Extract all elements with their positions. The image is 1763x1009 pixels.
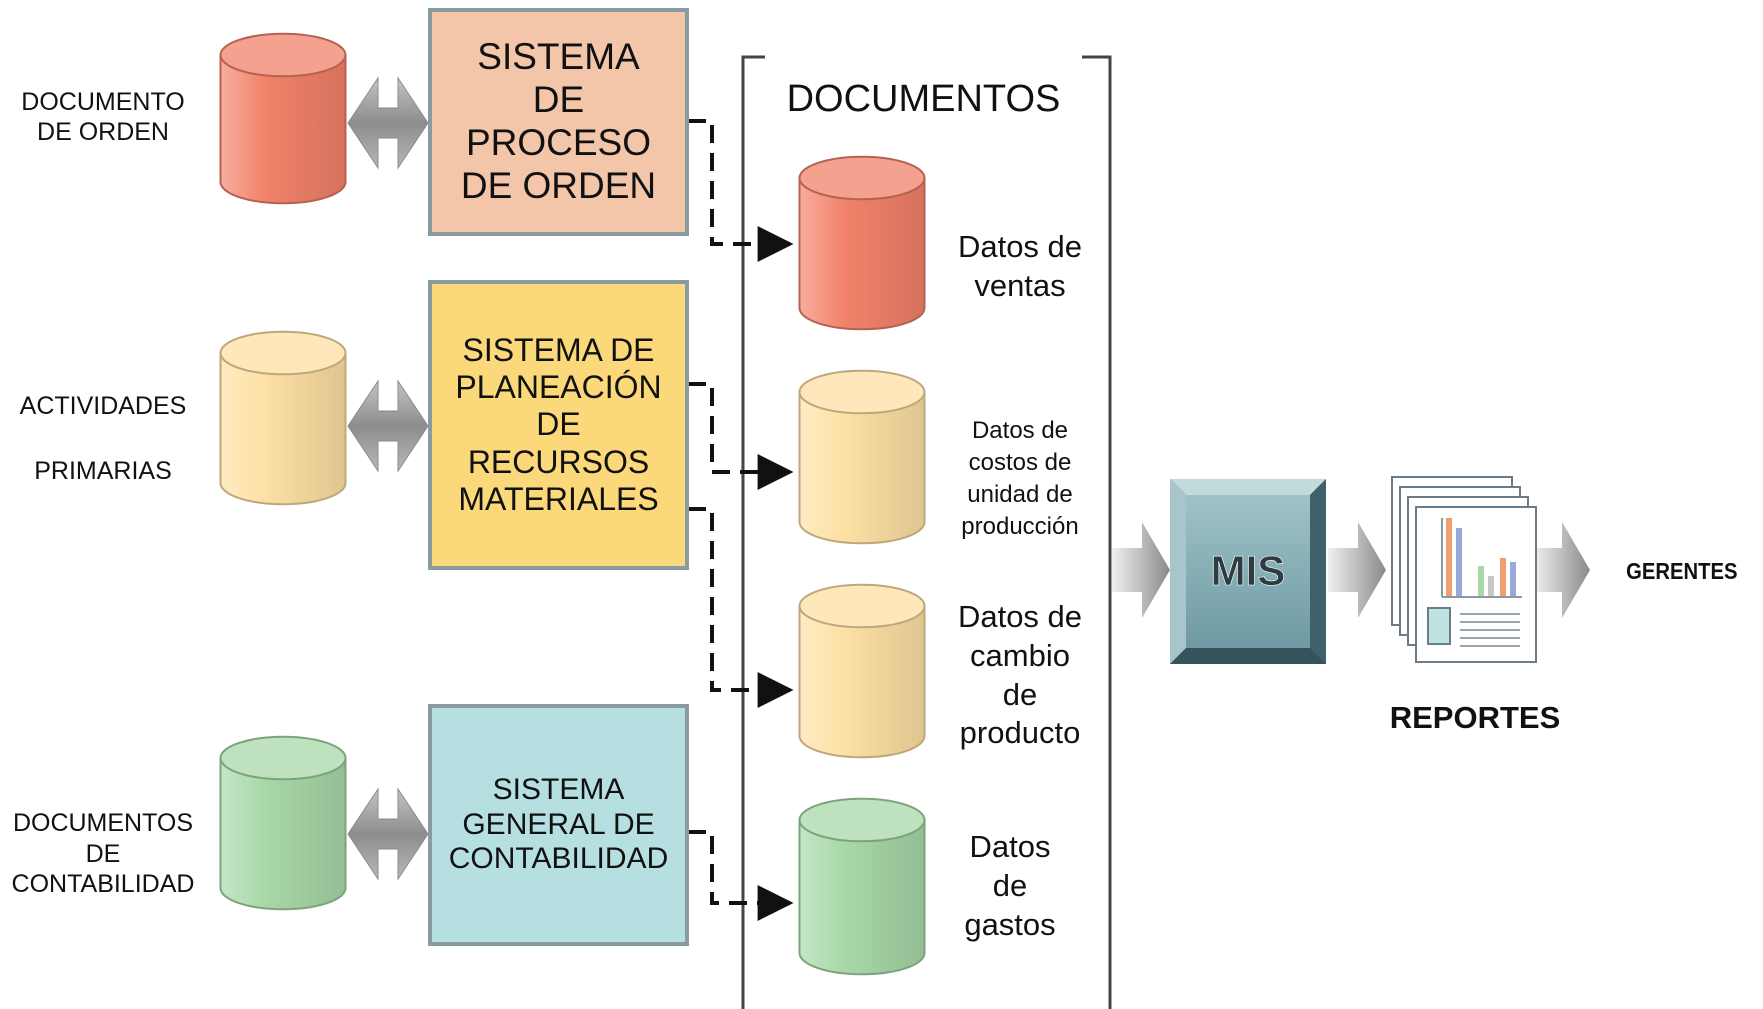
double-arrow-accounting [347, 787, 429, 881]
system-order-processing-label: SISTEMA DE PROCESO DE ORDEN [460, 36, 657, 206]
reports-stack-icon [1391, 476, 1537, 663]
double-arrow-order [347, 76, 429, 170]
document-label-sales: Datos de ventas [957, 229, 1083, 303]
documents-title: DOCUMENTOS [786, 78, 1061, 120]
database-expenses-cylinder [798, 797, 926, 976]
source-label-order: DOCUMENTO DE ORDEN [21, 88, 185, 146]
system-material-planning-label: SISTEMA DE PLANEACIÓN DE RECURSOS MATERI… [455, 332, 662, 517]
database-order-cylinder [219, 32, 347, 205]
database-unit-costs-cylinder [798, 369, 926, 545]
database-accounting-cylinder [219, 735, 347, 911]
mis-label: MIS [1211, 547, 1286, 594]
database-activities-cylinder [219, 330, 347, 506]
arrow-mis-to-reports [1328, 522, 1386, 618]
system-general-accounting-label: SISTEMA GENERAL DE CONTABILIDAD [448, 772, 669, 876]
reports-label: REPORTES [1389, 700, 1561, 735]
document-label-expenses: Datos de gastos [964, 829, 1056, 942]
managers-label: GERENTES [1626, 558, 1738, 584]
database-product-change-cylinder [798, 583, 926, 759]
arrow-documents-to-mis [1112, 522, 1170, 618]
system-order-processing: SISTEMA DE PROCESO DE ORDEN [428, 8, 689, 236]
connector-planning-to-change [688, 507, 794, 708]
system-material-planning: SISTEMA DE PLANEACIÓN DE RECURSOS MATERI… [428, 280, 689, 570]
document-label-product-change: Datos de cambio de producto [957, 599, 1083, 751]
double-arrow-planning [347, 379, 429, 473]
mis-block: MIS [1170, 479, 1326, 664]
database-sales-cylinder [798, 155, 926, 331]
connector-planning-to-costs [688, 382, 794, 490]
arrow-reports-to-managers [1534, 522, 1590, 618]
source-label-accounting: DOCUMENTOS DE CONTABILIDAD [11, 809, 195, 898]
source-label-activities: ACTIVIDADES PRIMARIAS [19, 392, 187, 485]
connector-order-to-sales [688, 119, 794, 262]
system-general-accounting: SISTEMA GENERAL DE CONTABILIDAD [428, 704, 689, 946]
document-label-unit-costs: Datos de costos de unidad de producción [961, 417, 1079, 540]
connector-accounting-to-expenses [688, 830, 794, 921]
